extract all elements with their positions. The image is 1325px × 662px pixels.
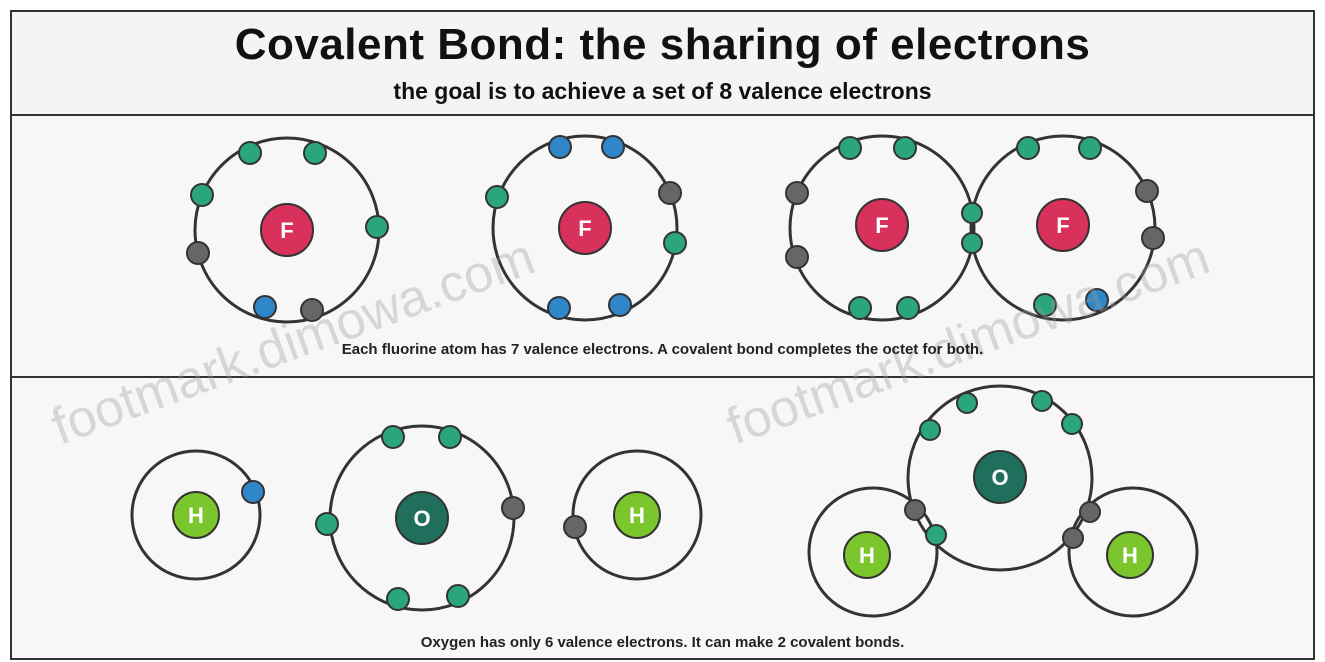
electron [253,295,277,319]
hydrogen-symbol: H [188,503,204,528]
hydrogen-symbol: H [1122,543,1138,568]
electron [381,425,405,449]
electron [303,141,327,165]
electron [501,496,525,520]
electron [1033,293,1057,317]
fluorine-atom-2: F [485,134,687,322]
electron [848,296,872,320]
electron [608,293,632,317]
electron [238,141,262,165]
electron [1031,390,1053,412]
fluorine-molecule: F F [785,134,1165,322]
electron [186,241,210,265]
electron [838,136,862,160]
electron [547,296,571,320]
fluorine-nucleus [1036,198,1090,252]
shared-electron [1079,501,1101,523]
electron [601,135,625,159]
oxygen-symbol: O [413,506,430,531]
hydrogen-nucleus [613,491,661,539]
fluorine-nucleus [260,203,314,257]
electron [563,515,587,539]
fluorine-symbol: F [875,213,888,238]
oxygen-symbol: O [991,465,1008,490]
shared-electron [961,232,983,254]
header: Covalent Bond: the sharing of electrons … [12,12,1313,116]
hydrogen-atom-2: H [563,449,703,581]
electron [1061,413,1083,435]
hydrogen-nucleus [1106,531,1154,579]
electron [485,185,509,209]
oxygen-atom: O [315,424,525,612]
shared-electron [961,202,983,224]
fluorine-symbol: F [578,216,591,241]
page-title: Covalent Bond: the sharing of electrons [234,20,1091,69]
hydrogen-nucleus [843,531,891,579]
electron [1141,226,1165,250]
electron [919,419,941,441]
fluorine-nucleus [855,198,909,252]
caption-fluorine: Each fluorine atom has 7 valence electro… [341,341,984,358]
water-molecule: O H H [807,384,1199,618]
shared-electron [904,499,926,521]
shared-electron [1062,527,1084,549]
electron [365,215,389,239]
hydrogen-atom-1: H [130,449,265,581]
fluorine-atom-1: F [186,136,389,324]
electron [300,298,324,322]
electron [1016,136,1040,160]
electron [438,425,462,449]
hydrogen-symbol: H [629,503,645,528]
electron [893,136,917,160]
electron [896,296,920,320]
fluorine-symbol: F [280,218,293,243]
caption-oxygen: Oxygen has only 6 valence electrons. It … [420,634,905,651]
electron [1135,179,1159,203]
page-subtitle: the goal is to achieve a set of 8 valenc… [393,78,932,104]
electron [1085,288,1109,312]
electron [315,512,339,536]
fluorine-nucleus [558,201,612,255]
panel-divider [12,376,1313,378]
fluorine-symbol: F [1056,213,1069,238]
oxygen-nucleus [973,450,1027,504]
electron [785,245,809,269]
electron [663,231,687,255]
electron [190,183,214,207]
electron [386,587,410,611]
electron [956,392,978,414]
hydrogen-symbol: H [859,543,875,568]
electron [241,480,265,504]
electron [548,135,572,159]
diagram-frame [10,10,1315,660]
electron [658,181,682,205]
electron [785,181,809,205]
electron [446,584,470,608]
shared-electron [925,524,947,546]
oxygen-nucleus [395,491,449,545]
hydrogen-nucleus [172,491,220,539]
electron [1078,136,1102,160]
